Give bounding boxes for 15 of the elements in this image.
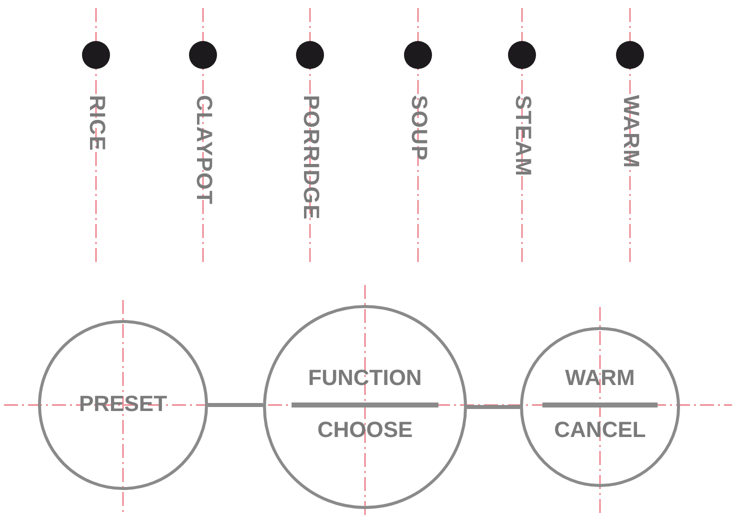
indicator-label: RICE bbox=[84, 95, 110, 152]
button-label: CANCEL bbox=[553, 417, 647, 443]
connector-line bbox=[467, 405, 520, 409]
button-label: CHOOSE bbox=[316, 417, 414, 443]
indicator-label: PORRIDGE bbox=[298, 95, 324, 220]
indicator-label: CLAYPOT bbox=[191, 95, 217, 206]
round-button bbox=[520, 327, 680, 487]
indicator-label: WARM bbox=[618, 95, 644, 169]
indicator-label: SOUP bbox=[406, 95, 432, 162]
round-button bbox=[263, 305, 467, 509]
indicator-label: STEAM bbox=[510, 95, 536, 177]
button-label: WARM bbox=[564, 365, 636, 391]
round-button bbox=[38, 320, 208, 490]
connector-line bbox=[208, 403, 263, 407]
button-label: FUNCTION bbox=[307, 365, 423, 391]
